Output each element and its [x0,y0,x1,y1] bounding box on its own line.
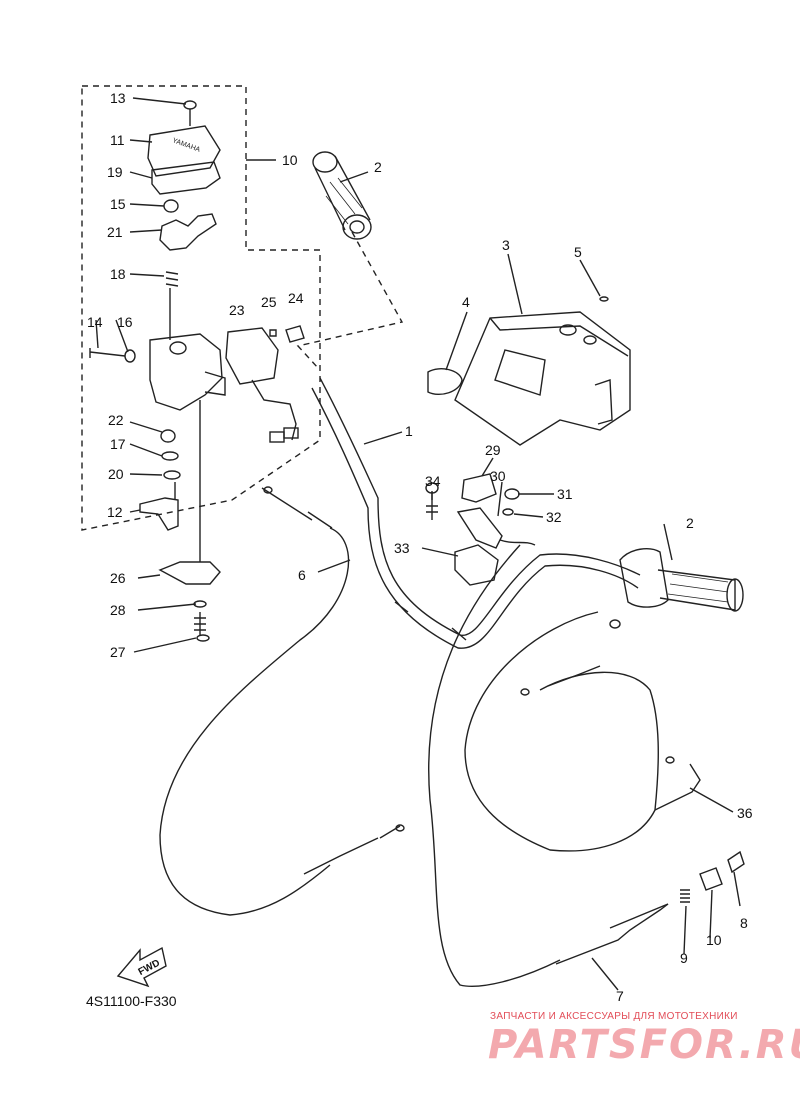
callout-1: 1 [405,423,413,439]
lens-4 [427,368,463,396]
callout-11: 10 [282,152,298,168]
fwd-arrow-icon: FWD [116,946,167,988]
callout-26: 25 [261,294,277,310]
callout-10: 10 [706,932,722,948]
watermark-tagline: ЗАПЧАСТИ И АКСЕССУАРЫ ДЛЯ МОТОТЕХНИКИ [490,1011,738,1022]
cable-7 [428,544,561,987]
drawing-code: 4S11100-F330 [86,993,177,1009]
cable-36 [464,611,656,852]
callout-31: 30 [490,468,506,484]
callout-12: 11 [110,132,125,148]
callout-18: 17 [110,436,126,452]
callout-20: 19 [107,164,123,180]
part-8 [727,850,745,874]
callout-34: 33 [394,540,410,556]
callout-33: 32 [546,509,562,525]
callout-29: 28 [110,602,126,618]
callout-22: 21 [107,224,123,240]
callout-23: 22 [108,412,124,428]
callout-2-right: 2 [686,515,694,531]
callout-25: 24 [288,290,304,306]
callout-13: 12 [107,504,123,520]
callouts: 13 11 19 15 21 18 10 14 16 22 17 20 12 2… [87,90,753,1004]
callout-17: 16 [117,314,133,330]
part-9 [680,889,690,903]
cover-3 [454,311,631,446]
cable-6 [159,527,350,916]
callout-19: 18 [110,266,126,282]
callout-24: 23 [229,302,245,318]
callout-6: 6 [298,567,306,583]
callout-4: 4 [462,294,470,310]
part-10 [699,867,723,891]
right-grip [619,548,744,612]
callout-28: 27 [110,644,126,660]
switch-logo: YAMAHA [171,137,201,154]
callout-14: 13 [110,90,126,106]
callout-21: 20 [108,466,124,482]
throttle-housing [425,473,536,586]
callout-3: 3 [502,237,510,253]
watermark-logo: PARTSFOR.RU [488,1022,800,1068]
callout-7: 7 [616,988,624,1004]
callout-8: 8 [740,915,748,931]
group-box-11 [81,85,321,531]
callout-35: 34 [425,473,441,489]
callout-32: 31 [557,486,573,502]
callout-30: 29 [485,442,501,458]
callout-9: 9 [680,950,688,966]
switch-24 [225,325,305,443]
handlebar [319,377,641,636]
callout-27: 26 [110,570,126,586]
callout-15: 14 [87,314,103,330]
callout-5: 5 [574,244,582,260]
callout-16: 15 [110,196,126,212]
switch-assembly [89,100,226,642]
left-grip [312,151,372,240]
callout-36: 36 [737,805,753,821]
callout-2-left: 2 [374,159,382,175]
